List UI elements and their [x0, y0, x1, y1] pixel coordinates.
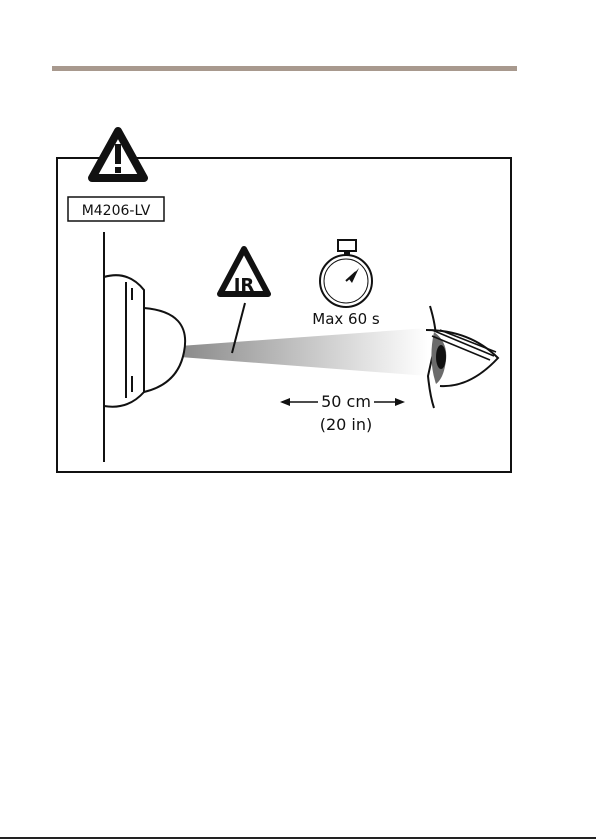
- dome-camera-icon: [104, 275, 185, 407]
- model-label: M4206-LV: [82, 203, 151, 219]
- timer-label: Max 60 s: [312, 310, 380, 328]
- warning-triangle-icon: [92, 131, 144, 178]
- ir-beam: [180, 328, 428, 376]
- distance-imperial-label: (20 in): [320, 415, 373, 434]
- model-label-box: M4206-LV: [68, 197, 164, 221]
- distance-metric-label: 50 cm: [321, 392, 371, 411]
- ir-warning-icon: IR: [220, 249, 268, 353]
- stopwatch-icon: [320, 240, 372, 307]
- eye-icon: [426, 306, 498, 408]
- page-bottom-border: [0, 837, 596, 839]
- ir-label: IR: [234, 275, 255, 296]
